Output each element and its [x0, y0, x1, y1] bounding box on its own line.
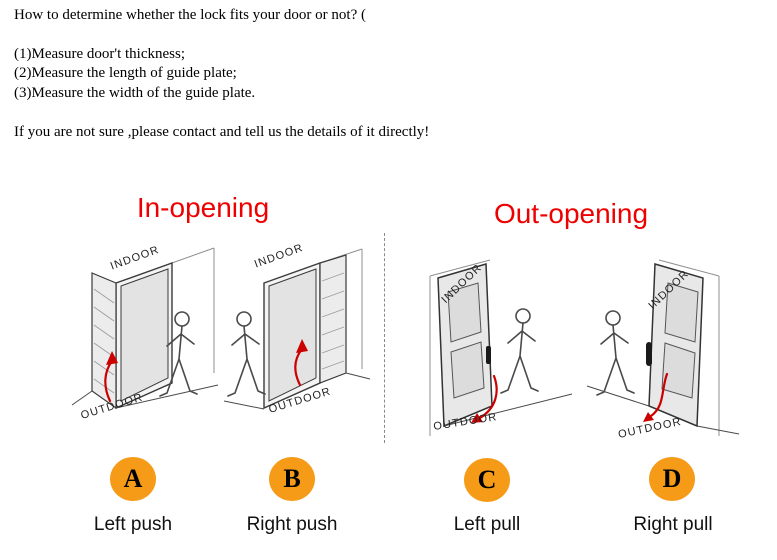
option-badge-d: D [649, 457, 695, 501]
caption-left-push: Left push [93, 514, 173, 535]
swing-arrow-icon [104, 351, 118, 403]
intro-title: How to determine whether the lock fits y… [14, 7, 366, 23]
diagram-left-push: INDOOR OUTDOOR [71, 244, 219, 422]
intro-step-1: (1)Measure door't thickness; [14, 45, 185, 62]
in-opening-heading: In-opening [136, 192, 270, 223]
indoor-label: INDOOR [253, 242, 305, 271]
diagram-right-pull: INDOOR OUTDOOR [586, 259, 740, 441]
door-illustration [586, 259, 740, 436]
option-badge-a: A [110, 457, 156, 501]
door-illustration [223, 248, 371, 410]
person-figure [596, 310, 635, 396]
caption-right-pull: Right pull [633, 514, 713, 535]
diagram-right-push: INDOOR OUTDOOR [223, 242, 371, 416]
intro-section: How to determine whether the lock fits y… [14, 6, 429, 143]
badge-letter: C [477, 465, 497, 494]
ground-line [586, 385, 650, 407]
door-handle [646, 342, 652, 366]
door-handle [486, 346, 491, 364]
swing-arrow-icon [294, 339, 308, 387]
intro-step-2: (2)Measure the length of guide plate; [14, 65, 237, 81]
door-inset-panel [661, 342, 696, 399]
indoor-label: INDOOR [109, 244, 161, 273]
badge-letter: A [123, 464, 143, 493]
ground-line [223, 400, 265, 410]
intro-step-3: (3)Measure the width of the guide plate. [14, 84, 256, 101]
ground-line [115, 384, 219, 409]
open-door-panel [319, 254, 347, 384]
door-inset-panel [450, 341, 485, 399]
badge-letter: B [283, 464, 301, 493]
door-illustration [71, 247, 219, 410]
open-door-panel [91, 272, 117, 410]
door-inset-panel [664, 282, 699, 343]
badge-letter: D [662, 464, 682, 493]
option-badge-c: C [464, 458, 510, 502]
option-badge-b: B [269, 457, 315, 501]
diagram-left-pull: INDOOR OUTDOOR [429, 259, 573, 436]
door-inset-panel [447, 282, 482, 343]
swing-arrow-icon [471, 374, 498, 423]
caption-left-pull: Left pull [453, 514, 521, 535]
ground-line [443, 393, 573, 427]
person-figure [159, 311, 198, 397]
section-divider [384, 233, 385, 443]
person-figure [227, 311, 266, 397]
out-opening-heading: Out-opening [493, 198, 649, 229]
swing-arrow-icon [643, 372, 669, 422]
intro-note: If you are not sure ,please contact and … [14, 124, 430, 140]
caption-right-push: Right push [246, 514, 338, 535]
person-figure [500, 308, 539, 394]
